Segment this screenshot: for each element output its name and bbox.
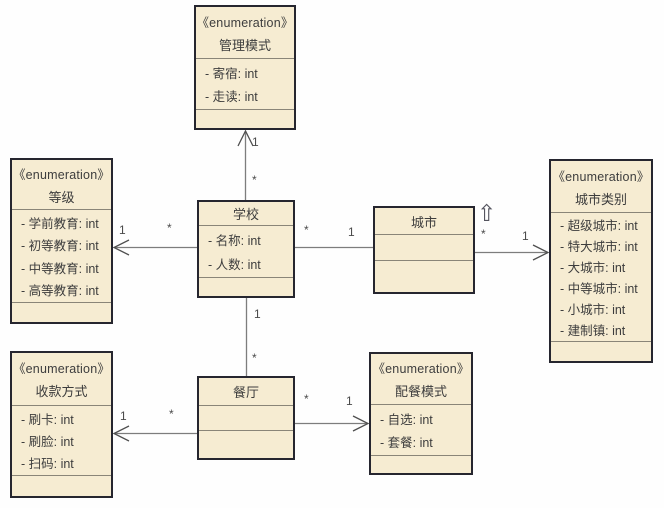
- attribute: - 中等教育: int: [21, 261, 99, 276]
- stereotype-label: 《enumeration》: [12, 362, 111, 376]
- empty-compartment: [551, 341, 651, 361]
- class-header: 《enumeration》 管理模式: [196, 7, 294, 58]
- class-box-restaurant[interactable]: 餐厅: [197, 376, 295, 460]
- multiplicity-label: 1: [254, 307, 261, 321]
- class-box-management-mode[interactable]: 《enumeration》 管理模式 - 寄宿: int - 走读: int: [194, 5, 296, 130]
- class-box-level[interactable]: 《enumeration》 等级 - 学前教育: int - 初等教育: int…: [10, 158, 113, 324]
- attributes-compartment: - 寄宿: int - 走读: int: [196, 58, 294, 109]
- class-name: 城市类别: [574, 191, 627, 207]
- multiplicity-label: 1: [120, 409, 127, 423]
- attributes-compartment: - 学前教育: int - 初等教育: int - 中等教育: int - 高等…: [12, 209, 111, 302]
- empty-compartment: [196, 109, 294, 128]
- class-name: 等级: [48, 189, 75, 205]
- open-arrowhead-up-icon: [237, 129, 254, 147]
- class-header: 《enumeration》 等级: [12, 160, 111, 209]
- class-name: 配餐模式: [394, 384, 447, 399]
- attribute: - 寄宿: int: [205, 67, 258, 81]
- multiplicity-label: 1: [522, 229, 529, 243]
- class-header: 餐厅: [199, 378, 293, 405]
- multiplicity-label: *: [304, 223, 309, 237]
- empty-compartment: [199, 430, 293, 458]
- multiplicity-label: *: [167, 221, 172, 235]
- attribute: - 建制镇: int: [560, 324, 626, 338]
- multiplicity-label: *: [481, 227, 486, 241]
- multiplicity-label: 1: [346, 394, 353, 408]
- attribute: - 小城市: int: [560, 303, 626, 317]
- class-header: 《enumeration》 收款方式: [12, 353, 111, 405]
- attribute: - 人数: int: [208, 257, 261, 272]
- empty-compartment: [12, 475, 111, 496]
- attribute: - 名称: int: [208, 234, 261, 249]
- attributes-compartment: - 刷卡: int - 刷脸: int - 扫码: int: [12, 405, 111, 475]
- class-name: 管理模式: [218, 37, 271, 53]
- open-arrowhead-left-icon: [112, 239, 130, 256]
- attribute: - 初等教育: int: [21, 239, 99, 254]
- attributes-compartment: - 自选: int - 套餐: int: [371, 404, 471, 455]
- attribute: - 套餐: int: [380, 436, 433, 450]
- attribute: - 扫码: int: [21, 457, 74, 471]
- empty-compartment: [371, 455, 471, 473]
- hollow-up-arrow-icon: ⇧: [477, 200, 497, 226]
- attribute: - 特大城市: int: [560, 240, 638, 254]
- class-name: 城市: [410, 214, 437, 230]
- class-name: 收款方式: [35, 384, 88, 399]
- attributes-compartment: - 超级城市: int - 特大城市: int - 大城市: int - 中等城…: [551, 212, 651, 341]
- multiplicity-label: *: [252, 351, 257, 365]
- multiplicity-label: *: [169, 407, 174, 421]
- class-header: 城市: [375, 208, 473, 234]
- empty-compartment: [375, 260, 473, 292]
- class-header: 学校: [199, 202, 293, 225]
- empty-compartment: [375, 234, 473, 260]
- class-box-meal-mode[interactable]: 《enumeration》 配餐模式 - 自选: int - 套餐: int: [369, 352, 473, 475]
- multiplicity-label: *: [252, 173, 257, 187]
- open-arrowhead-right-icon: [352, 415, 370, 432]
- stereotype-label: 《enumeration》: [12, 167, 111, 182]
- multiplicity-label: 1: [252, 135, 259, 149]
- open-arrowhead-right-icon: [532, 244, 550, 261]
- attribute: - 刷脸: int: [21, 435, 74, 449]
- attribute: - 高等教育: int: [21, 283, 99, 298]
- attribute: - 刷卡: int: [21, 413, 74, 427]
- attribute: - 自选: int: [380, 413, 433, 427]
- class-box-payment-method[interactable]: 《enumeration》 收款方式 - 刷卡: int - 刷脸: int -…: [10, 351, 113, 498]
- attribute: - 超级城市: int: [560, 219, 638, 233]
- attribute: - 大城市: int: [560, 261, 626, 275]
- class-header: 《enumeration》 配餐模式: [371, 354, 471, 404]
- attribute: - 走读: int: [205, 90, 258, 104]
- empty-compartment: [199, 405, 293, 430]
- class-name: 学校: [232, 207, 259, 222]
- class-name: 餐厅: [232, 385, 259, 400]
- stereotype-label: 《enumeration》: [372, 362, 470, 376]
- open-arrowhead-left-icon: [112, 425, 130, 442]
- stereotype-label: 《enumeration》: [196, 15, 294, 30]
- class-box-city-category[interactable]: 《enumeration》 城市类别 - 超级城市: int - 特大城市: i…: [549, 159, 653, 363]
- class-box-city[interactable]: 城市: [373, 206, 475, 294]
- empty-compartment: [12, 302, 111, 322]
- multiplicity-label: *: [304, 392, 309, 406]
- class-header: 《enumeration》 城市类别: [551, 161, 651, 212]
- attribute: - 中等城市: int: [560, 282, 638, 296]
- empty-compartment: [199, 277, 293, 296]
- multiplicity-label: 1: [119, 223, 126, 237]
- attribute: - 学前教育: int: [21, 217, 99, 232]
- stereotype-label: 《enumeration》: [552, 169, 650, 184]
- multiplicity-label: 1: [348, 225, 355, 239]
- class-box-school[interactable]: 学校 - 名称: int - 人数: int: [197, 200, 295, 298]
- attributes-compartment: - 名称: int - 人数: int: [199, 225, 293, 277]
